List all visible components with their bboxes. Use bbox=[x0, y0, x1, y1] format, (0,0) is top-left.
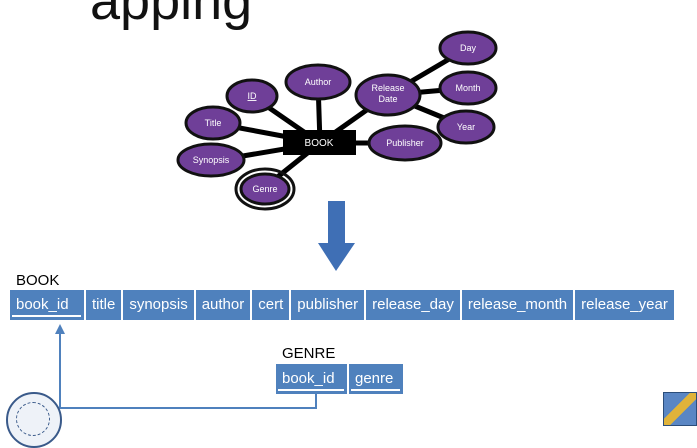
down-arrow-icon bbox=[318, 201, 355, 271]
entity-book-label: BOOK bbox=[305, 138, 334, 149]
genre-column-book-id: book_id bbox=[276, 364, 347, 394]
attribute-month: Month bbox=[438, 70, 498, 106]
attribute-day-label: Day bbox=[460, 43, 477, 53]
attribute-publisher-label: Publisher bbox=[386, 138, 424, 148]
attribute-synopsis: Synopsis bbox=[176, 142, 246, 178]
book-column-publisher: publisher bbox=[291, 290, 365, 320]
attribute-release-date-label-2: Date bbox=[378, 94, 397, 104]
attribute-synopsis-label: Synopsis bbox=[193, 155, 230, 165]
attribute-month-label: Month bbox=[455, 83, 480, 93]
genre-table-label: GENRE bbox=[282, 345, 336, 362]
attribute-author-label: Author bbox=[305, 77, 332, 87]
er-diagram: BOOK ID Author Release Date Day Month Ye… bbox=[55, 30, 498, 409]
attribute-day: Day bbox=[438, 30, 498, 66]
book-column-title: title bbox=[86, 290, 122, 320]
attribute-year-label: Year bbox=[457, 122, 475, 132]
attribute-title-label: Title bbox=[205, 118, 222, 128]
attribute-release-date-label-1: Release bbox=[371, 83, 404, 93]
crest-icon bbox=[663, 392, 697, 426]
book-column-author: author bbox=[195, 290, 251, 320]
attribute-id-label: ID bbox=[248, 91, 258, 101]
attribute-year: Year bbox=[436, 109, 496, 145]
book-table-label: BOOK bbox=[16, 272, 60, 289]
book-column-release-month: release_month bbox=[461, 290, 574, 320]
genre-table: book_id genre bbox=[276, 364, 405, 394]
book-table: book_id title synopsis author cert publi… bbox=[10, 290, 676, 320]
attribute-genre-multivalued: Genre bbox=[234, 167, 296, 211]
university-seal-icon bbox=[6, 392, 62, 448]
book-column-synopsis: synopsis bbox=[123, 290, 194, 320]
entity-book: BOOK bbox=[283, 130, 356, 155]
attribute-title: Title bbox=[184, 105, 242, 141]
attribute-genre-label: Genre bbox=[252, 184, 277, 194]
slide-title: apping bbox=[90, 0, 253, 31]
book-column-release-year: release_year bbox=[575, 290, 674, 320]
book-column-book-id: book_id bbox=[10, 290, 84, 320]
attribute-author: Author bbox=[284, 63, 352, 101]
genre-column-genre: genre bbox=[349, 364, 404, 394]
attribute-release-date: Release Date bbox=[354, 73, 422, 117]
attribute-publisher: Publisher bbox=[367, 124, 443, 162]
attribute-id: ID bbox=[225, 78, 279, 114]
book-column-cert: cert bbox=[252, 290, 290, 320]
book-column-release-day: release_day bbox=[366, 290, 460, 320]
